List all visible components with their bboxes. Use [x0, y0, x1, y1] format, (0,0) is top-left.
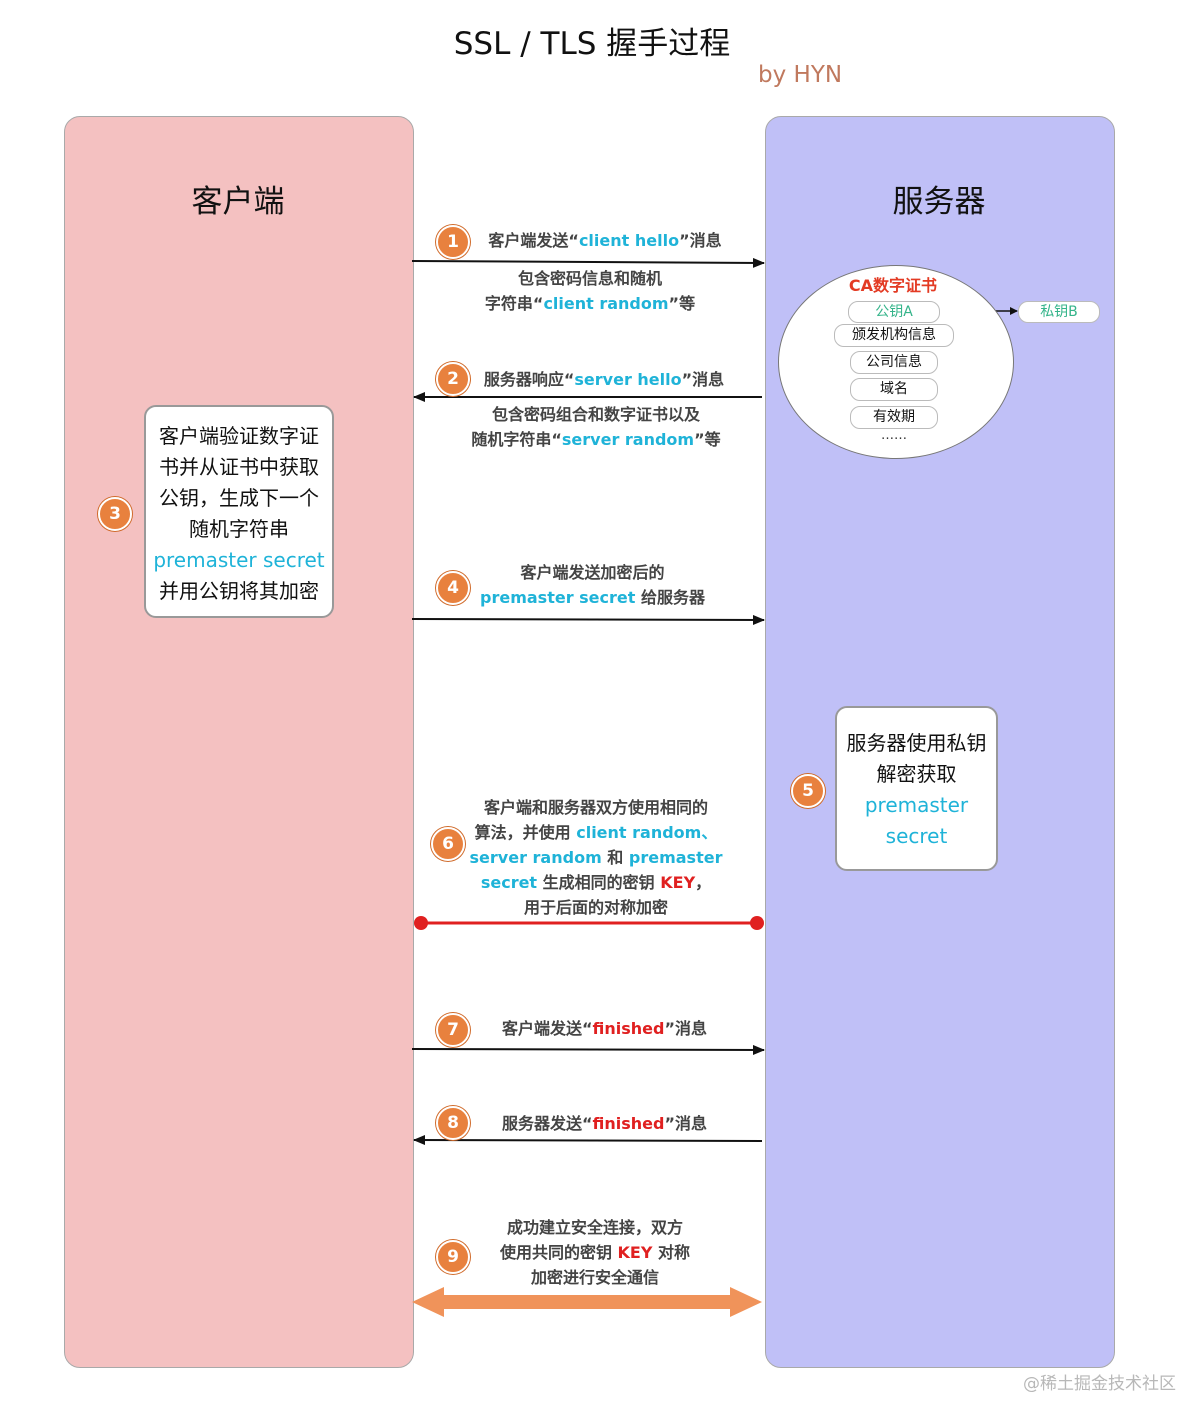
step-1-detail: 包含密码信息和随机 字符串“client random”等: [484, 269, 696, 313]
cert-ellipsis: ……: [881, 428, 907, 443]
page-title: SSL / TLS 握手过程: [453, 26, 731, 62]
cert-company-info: 公司信息: [850, 351, 938, 374]
step-badge-8: 8: [436, 1106, 470, 1140]
step-6-label: 客户端和服务器双方使用相同的 算法，并使用 client random、 ser…: [469, 798, 723, 917]
step-2-detail: 包含密码组合和数字证书以及 随机字符串“server random”等: [471, 405, 721, 449]
cert-issuer-info: 颁发机构信息: [834, 324, 954, 347]
step-badge-2: 2: [436, 362, 470, 396]
step-2-label: 服务器响应“server hello”消息: [483, 370, 725, 389]
step-9-label: 成功建立安全连接，双方 使用共同的密钥 KEY 对称 加密进行安全通信: [499, 1218, 691, 1287]
cert-validity: 有效期: [850, 406, 938, 429]
client-lane-title: 客户端: [191, 184, 285, 220]
server-lane-title: 服务器: [892, 184, 986, 220]
step-badge-1: 1: [436, 225, 470, 259]
secure-channel-arrow: [412, 1287, 762, 1317]
step-badge-5: 5: [791, 774, 825, 808]
step-4-label: 客户端发送加密后的 premaster secret 给服务器: [480, 563, 705, 607]
arrow-server-finished: [413, 1135, 763, 1146]
server-decrypt-box: 服务器使用私钥 解密获取 premaster secret: [835, 706, 998, 871]
arrow-client-hello: [411, 257, 765, 268]
step-8-label: 服务器发送“finished”消息: [501, 1114, 707, 1133]
arrow-client-finished: [411, 1044, 765, 1055]
cert-public-key: 公钥A: [848, 301, 940, 323]
step-badge-9: 9: [436, 1240, 470, 1274]
shared-key-dot-right: [750, 916, 764, 930]
client-lane: [64, 116, 414, 1368]
step-badge-7: 7: [436, 1013, 470, 1047]
private-key-b: 私钥B: [1018, 301, 1100, 323]
arrow-premaster: [411, 614, 765, 625]
author-credit: by HYN: [758, 62, 843, 88]
ca-certificate-title: CA数字证书: [848, 276, 938, 295]
client-verify-box: 客户端验证数字证 书并从证书中获取 公钥，生成下一个 随机字符串 premast…: [144, 405, 334, 618]
shared-key-dot-left: [414, 916, 428, 930]
step-badge-4: 4: [436, 571, 470, 605]
step-7-label: 客户端发送“finished”消息: [501, 1019, 707, 1038]
cert-domain: 域名: [850, 378, 938, 401]
step-badge-3: 3: [98, 497, 132, 531]
watermark: @稀土掘金技术社区: [1023, 1374, 1176, 1394]
step-badge-6: 6: [431, 827, 465, 861]
step-1-label: 客户端发送“client hello”消息: [488, 231, 722, 250]
